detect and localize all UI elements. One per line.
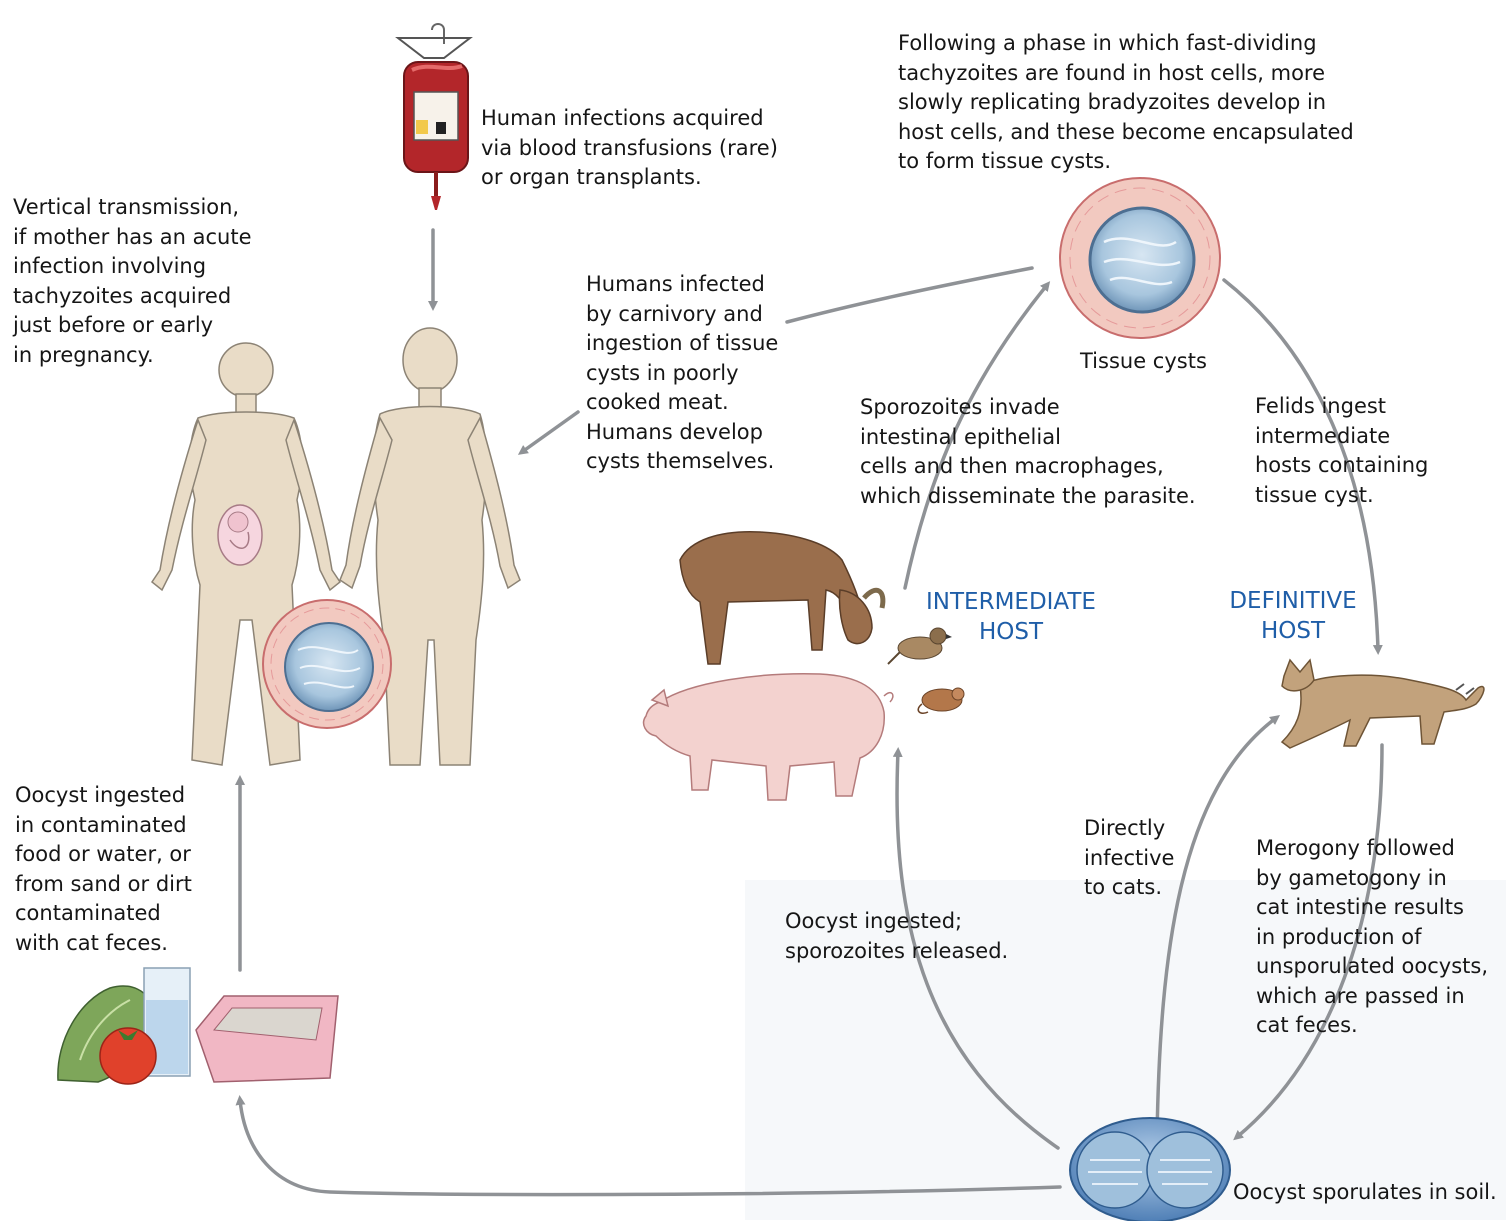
- label-felids-ingest: Felids ingest intermediate hosts contain…: [1255, 392, 1428, 510]
- label-intermediate-host: INTERMEDIATE HOST: [914, 587, 1108, 647]
- label-oocyst-ingested-food: Oocyst ingested in contaminated food or …: [15, 781, 192, 958]
- label-tissue-cysts: Tissue cysts: [1080, 347, 1207, 377]
- label-carnivory: Humans infected by carnivory and ingesti…: [586, 270, 778, 477]
- litter-box-icon: [196, 996, 338, 1082]
- arrow-carnivory-to-humans: [522, 412, 578, 452]
- arrow-oocyst-to-litter: [240, 1100, 1060, 1195]
- label-vertical-transmission: Vertical transmission, if mother has an …: [13, 193, 252, 370]
- label-directly-infective: Directly infective to cats.: [1084, 814, 1174, 903]
- label-merogony: Merogony followed by gametogony in cat i…: [1256, 834, 1488, 1041]
- arrow-carnivory-to-tissue-cyst: [787, 268, 1032, 322]
- mouse-icon: [918, 688, 964, 713]
- oocyst-icon: [1070, 1118, 1230, 1221]
- label-definitive-host: DEFINITIVE HOST: [1222, 586, 1364, 646]
- cat-icon: [1282, 660, 1484, 748]
- goat-icon: [680, 532, 883, 664]
- blood-bag-icon: [398, 24, 470, 210]
- label-oocyst-sporulates: Oocyst sporulates in soil.: [1233, 1178, 1497, 1208]
- human-tissue-cyst-icon: [263, 600, 391, 728]
- label-sporozoites-invade: Sporozoites invade intestinal epithelial…: [860, 393, 1196, 511]
- tissue-cyst-icon: [1060, 178, 1220, 338]
- pig-icon: [644, 674, 893, 800]
- label-oocyst-ingested-sporozoites: Oocyst ingested; sporozoites released.: [785, 907, 1008, 966]
- fetus-icon: [218, 505, 262, 565]
- label-blood-transfusion: Human infections acquired via blood tran…: [481, 104, 778, 193]
- tomato-icon: [100, 1028, 156, 1084]
- label-tachyzoites-phase: Following a phase in which fast-dividing…: [898, 29, 1354, 177]
